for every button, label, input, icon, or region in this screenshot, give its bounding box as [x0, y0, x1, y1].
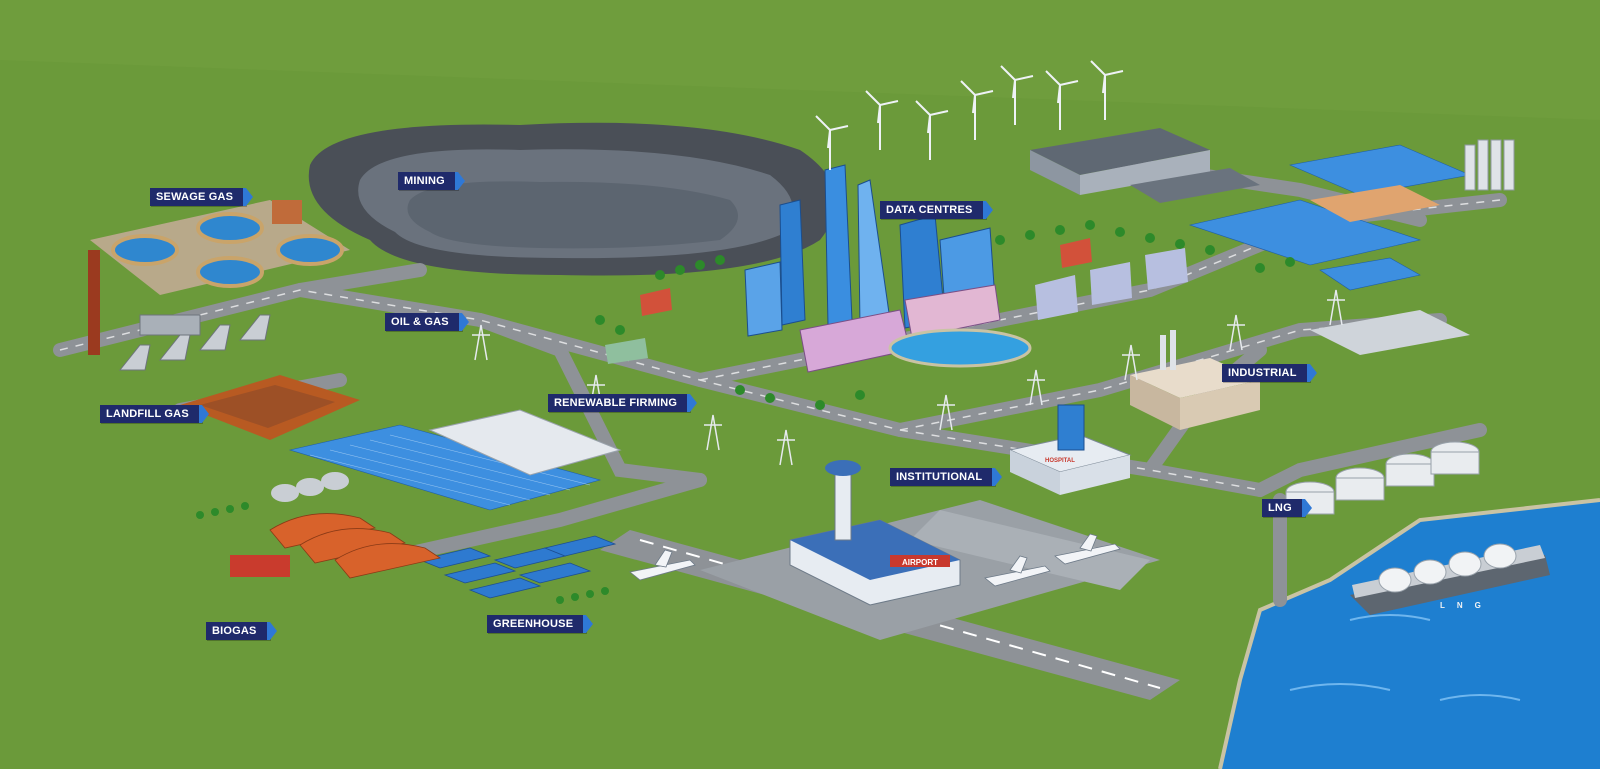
- factory-building: [1310, 185, 1440, 222]
- label-data-centres: DATA CENTRES: [880, 201, 993, 219]
- label-lng: LNG: [1262, 499, 1312, 517]
- label-biogas: BIOGAS: [206, 622, 277, 640]
- data-centre-buildings: [1030, 128, 1260, 203]
- mining-pit-floor: [407, 181, 738, 249]
- label-mining: MINING: [398, 172, 465, 190]
- label-greenhouse: GREENHOUSE: [487, 615, 594, 633]
- shoreline: [1218, 498, 1600, 769]
- solar-panel-lines: [309, 434, 591, 506]
- trees: [196, 220, 1295, 604]
- city-pond: [888, 328, 1032, 368]
- label-renewable-firming: RENEWABLE FIRMING: [548, 394, 698, 412]
- wind-turbines: [815, 60, 1124, 170]
- hospital-sign: HOSPITAL: [1045, 458, 1075, 464]
- label-landfill-gas: LANDFILL GAS: [100, 405, 209, 423]
- sewage-plant: [90, 200, 350, 295]
- label-institutional: INSTITUTIONAL: [890, 468, 1003, 486]
- lng-ship: LNG: [1350, 543, 1550, 615]
- airplanes: [629, 533, 1121, 587]
- label-sewage-gas: SEWAGE GAS: [150, 188, 254, 206]
- biogas-barns: [269, 513, 442, 579]
- ocean-waves: [1289, 555, 1541, 701]
- greenhouses: [418, 535, 617, 599]
- oil-pumpjacks: [118, 314, 271, 371]
- city-houses: [605, 238, 1188, 373]
- city-towers: [744, 164, 996, 337]
- hospital-building: HOSPITAL: [1008, 404, 1132, 495]
- landfill-mound: [200, 385, 335, 428]
- airport-sign: AIRPORT: [902, 558, 938, 567]
- grass-shade: [0, 0, 1600, 120]
- label-industrial: INDUSTRIAL: [1222, 364, 1317, 382]
- industrial-plant: [1130, 310, 1470, 430]
- farmhouse: [230, 555, 290, 577]
- airport-terminal: AIRPORT: [789, 460, 961, 606]
- storage-silos: [1464, 139, 1515, 191]
- solar-farm: [288, 144, 1472, 511]
- power-pylons: [472, 289, 1345, 466]
- chimney: [88, 250, 100, 355]
- biogas-digesters: [271, 472, 349, 502]
- label-oil-gas: OIL & GAS: [385, 313, 469, 331]
- ship-hull-text: LNG: [1440, 601, 1493, 610]
- cooling-units: [428, 409, 622, 476]
